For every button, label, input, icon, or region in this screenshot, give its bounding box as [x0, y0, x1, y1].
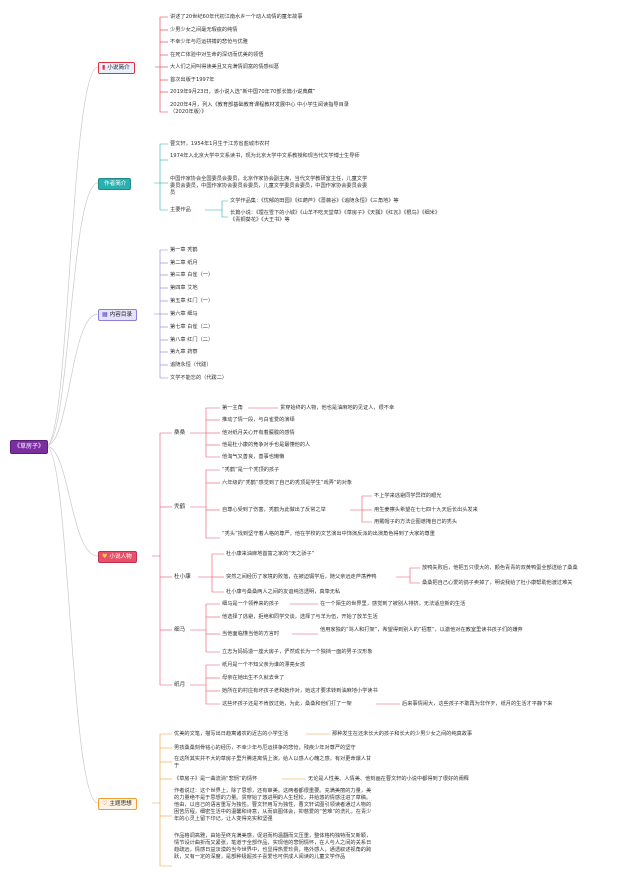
- section-theme-label: 主题思想: [109, 801, 132, 807]
- character-reaction: 用生姜擦头希望在七七四十九天后长出头发来: [374, 507, 478, 513]
- theme-item: 作品格调高雅，由始至终充满美感，促进而构温翻而文压重，整体格构独特而又新颖，情节…: [174, 833, 372, 860]
- character-tuhe: 秃鹤: [174, 504, 186, 510]
- section-characters[interactable]: ♥小说人物: [98, 551, 137, 563]
- intro-item: 大人们之间叫得读美且又充满情调富的情感纠葛: [170, 64, 279, 70]
- intro-item: 讲述了20世纪60年代初江南水乡一个动人动情的童年故事: [170, 14, 303, 20]
- character-trait: 当他面临懂当他的方言时: [222, 631, 280, 637]
- character-trait: 第一主角: [222, 405, 243, 411]
- character-trait: 他淘气又善良，善事也懒懒: [222, 454, 285, 460]
- section-author[interactable]: 作者简介: [98, 178, 132, 190]
- character-trait: 杜小康来油麻地首富之家的“天之骄子”: [226, 551, 315, 557]
- author-works: 主要作品: [170, 207, 191, 213]
- intro-item: 少男少女之间毫无瑕疵的纯情: [170, 27, 238, 33]
- intro-item: 在死亡体验中对生命的深切而优美的领悟: [170, 52, 264, 58]
- intro-item: 不幸少年与厄运拼搏的悲怆与优雅: [170, 39, 248, 45]
- chapter-item: 第四章 艾地: [170, 285, 198, 291]
- author-item: 1974年入北京大学中文系读书，现为北京大学中文系教授和现当代文学博士生导师: [170, 153, 360, 159]
- list-icon: ▦: [102, 311, 108, 318]
- section-contents-label: 内容目录: [109, 312, 133, 318]
- chapter-item: 第七章 白雀（二）: [170, 324, 214, 330]
- chapter-item: 第九章 药寮: [170, 349, 198, 355]
- chapter-item: 第五章 红门（一）: [170, 298, 214, 304]
- character-trait: 立志为妈妈造一座大房子，俨然成长为一个独挡一面的男子汉形象: [222, 649, 373, 655]
- character-trait: “秃头”找到坚守着人格的尊严，他在学校的文艺演出中饰演反派的出演角色得到了大家的…: [222, 531, 435, 537]
- intro-item: 2020年4月，列入《教育部基础教育课程教材发展中心 中小学生阅读指导目录（20…: [170, 102, 349, 115]
- character-duxiaokang: 杜小康: [174, 574, 191, 580]
- theme-note: 那种发生在还未长大的孩子和长大的少男少女之间的纯真故事: [332, 731, 473, 737]
- chapter-item: 第六章 细马: [170, 311, 198, 317]
- character-trait: 他对纸月关心开有着朦胧的感情: [222, 430, 295, 436]
- author-work-item: 长篇小说：《埋在雪下的小城》《山羊不吃天堂草》《草房子》《天瓢》《红瓦》《根鸟》…: [230, 210, 438, 223]
- character-sangsang: 桑桑: [174, 430, 186, 436]
- theme-note: 无论是人性美、人情美、他刻画在曹文轩的小说中都得到了很好的阐释: [308, 776, 469, 782]
- character-xima: 细马: [174, 627, 186, 633]
- character-note: 放鸭失败后，他把五只很大的、颜色青青的双黄鸭蛋全部送给了桑桑: [422, 565, 578, 571]
- author-work-item: 文学作品集：《忧郁的田园》《红葫芦》《蔷薇谷》《追随永恒》《三角地》等: [230, 198, 399, 204]
- character-trait: 他选择了逃避，拒绝和同学交谈，选择了与羊为伍，开始了放羊生活: [222, 614, 378, 620]
- character-note: 在一个陌生的世界里，感觉到了被别人排挤，无法适应新的生活: [320, 601, 466, 607]
- theme-item: 《草房子》是一曲流淌“悲悯”的情怀: [174, 776, 258, 782]
- heart-icon: ♥: [102, 553, 108, 560]
- character-trait: 这些坏孩子还是不肯放过她，为此，桑桑和他们打了一架: [222, 701, 352, 707]
- chapter-item: 追随永恒（代跋）: [170, 362, 212, 368]
- section-characters-label: 小说人物: [109, 554, 132, 560]
- character-zhiyue: 纸月: [174, 682, 186, 688]
- theme-item: 优美的文笔，描写出日趋寓诸农的近古的小学生活: [174, 731, 289, 737]
- section-intro-label: 小说简介: [107, 65, 130, 71]
- root-node[interactable]: 《草房子》: [10, 440, 48, 454]
- section-theme[interactable]: ♡主题思想: [98, 798, 137, 810]
- character-trait: 杜小康与桑桑两人之间的友谊纯洁透明，真挚无私: [226, 589, 341, 595]
- character-trait: 细马是一个领养来的孩子: [222, 601, 280, 607]
- character-reaction: 不上学来逃避同学异样的眼光: [374, 493, 442, 499]
- character-trait: 自尊心受到了伤害，秃鹤为此做出了反常之举: [222, 507, 326, 513]
- theme-item: 男孩桑桑刻骨铭心的经历，不幸少年与厄运拼争的悲怆，残疾少年对尊严的坚守: [174, 745, 356, 751]
- character-note: 贯穿始终的人物，他也是油麻地的见证人，很不幸: [280, 405, 395, 411]
- character-trait: “秃鹤”是一个秃顶的孩子: [222, 467, 280, 473]
- author-item: 中国作家协会全国委员会委员，北京作家协会副主席，当代文学教研室主任，儿童文学委员…: [170, 176, 368, 196]
- character-trait: 纸月是一个不知父亲为谁的漂亮女孩: [222, 662, 306, 668]
- character-trait: 突然之间经历了家境的败落，在被迫辍学后，随父亲远走芦荡养鸭: [226, 574, 377, 580]
- intro-item: 2019年9月23日，该小说入选“新中国70年70部长篇小说典藏”: [170, 89, 316, 95]
- character-note: 后来事情闹大，这些孩子不敢再为非作歹，纸月的生活才平静下来: [402, 701, 553, 707]
- section-contents[interactable]: ▦内容目录: [98, 309, 138, 321]
- chapter-item: 第一章 秃鹤: [170, 247, 198, 253]
- character-note: 他用家独的“骂人和打架”，希望得到别人的“招惹”，以激他对在教室里读书孩子们的嫌…: [320, 627, 523, 633]
- chapter-item: 第二章 纸月: [170, 260, 198, 266]
- section-intro[interactable]: ▮小说简介: [98, 62, 135, 74]
- character-trait: 她所在的村庄有坏孩子老和她作对，她这才要求转到油麻地小学读书: [222, 688, 378, 694]
- heart-icon: ♡: [102, 800, 108, 807]
- theme-item: 在这所其实并不大的草房子里升腾进离情上演，给人以感人心魄之感，有对更命爆人甘于: [174, 756, 372, 769]
- chapter-item: 文学不能忘的（代跋二）: [170, 375, 228, 381]
- character-trait: 母亲在她出生不久就去世了: [222, 675, 285, 681]
- character-note: 桑桑把自己心爱的鸽子卖掉了，明说我给了杜小康帮助他渡过难关: [422, 580, 573, 586]
- character-trait: 他是杜小康的竞争对手也是最懂他的人: [222, 442, 311, 448]
- chapter-item: 第八章 红门（二）: [170, 337, 214, 343]
- intro-item: 首次出版于1997年: [170, 77, 215, 83]
- chapter-item: 第三章 白雀（一）: [170, 272, 214, 278]
- character-trait: 推动了情一段，与白雀爱的演绎: [222, 417, 295, 423]
- book-icon: ▮: [102, 64, 106, 71]
- author-item: 曹文轩，1954年1月生于江苏省盐城市农村: [170, 141, 270, 147]
- character-reaction: 用戴帽子的方法企图遮掩自己的秃头: [374, 519, 458, 525]
- character-trait: 六年级的“秃鹤”感觉到了自己的秃顶是学生“戏弄”的对象: [222, 480, 353, 486]
- theme-item: 作者说过：这个世界上，除了思想，还有审美。这两者都很重要。充满美丽的力量，美的力…: [174, 788, 372, 822]
- section-author-label: 作者简介: [104, 181, 127, 187]
